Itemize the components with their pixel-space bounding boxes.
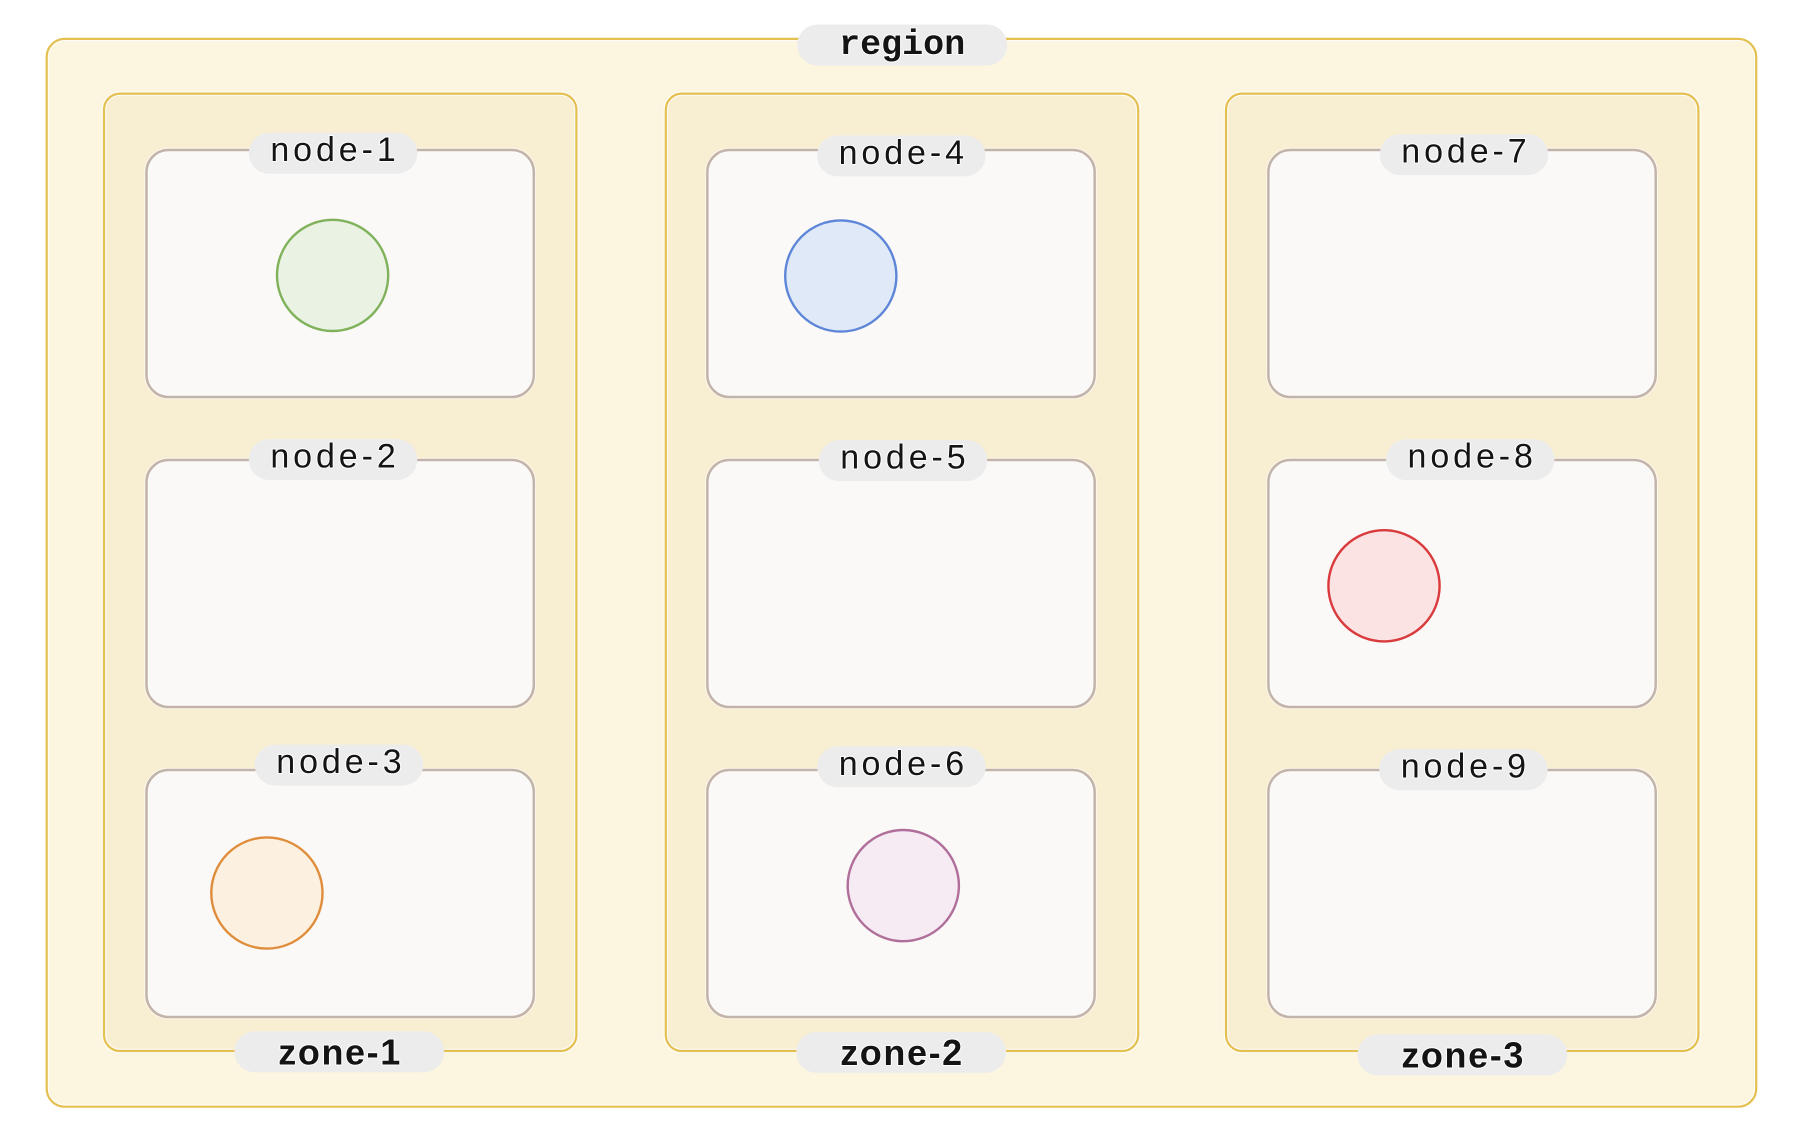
svg-text:node-2: node-2: [270, 438, 399, 476]
svg-text:zone-1: zone-1: [278, 1031, 402, 1072]
svg-text:node-1: node-1: [270, 131, 399, 169]
svg-text:node-9: node-9: [1401, 748, 1530, 786]
svg-text:zone-3: zone-3: [1401, 1034, 1525, 1075]
svg-text:region: region: [839, 25, 965, 65]
svg-text:node-6: node-6: [839, 745, 968, 783]
svg-text:node-3: node-3: [276, 743, 405, 781]
svg-text:zone-2: zone-2: [840, 1032, 964, 1073]
svg-text:node-7: node-7: [1401, 133, 1530, 171]
svg-text:node-8: node-8: [1408, 438, 1537, 476]
svg-text:node-4: node-4: [839, 134, 968, 172]
svg-text:node-5: node-5: [840, 439, 969, 477]
